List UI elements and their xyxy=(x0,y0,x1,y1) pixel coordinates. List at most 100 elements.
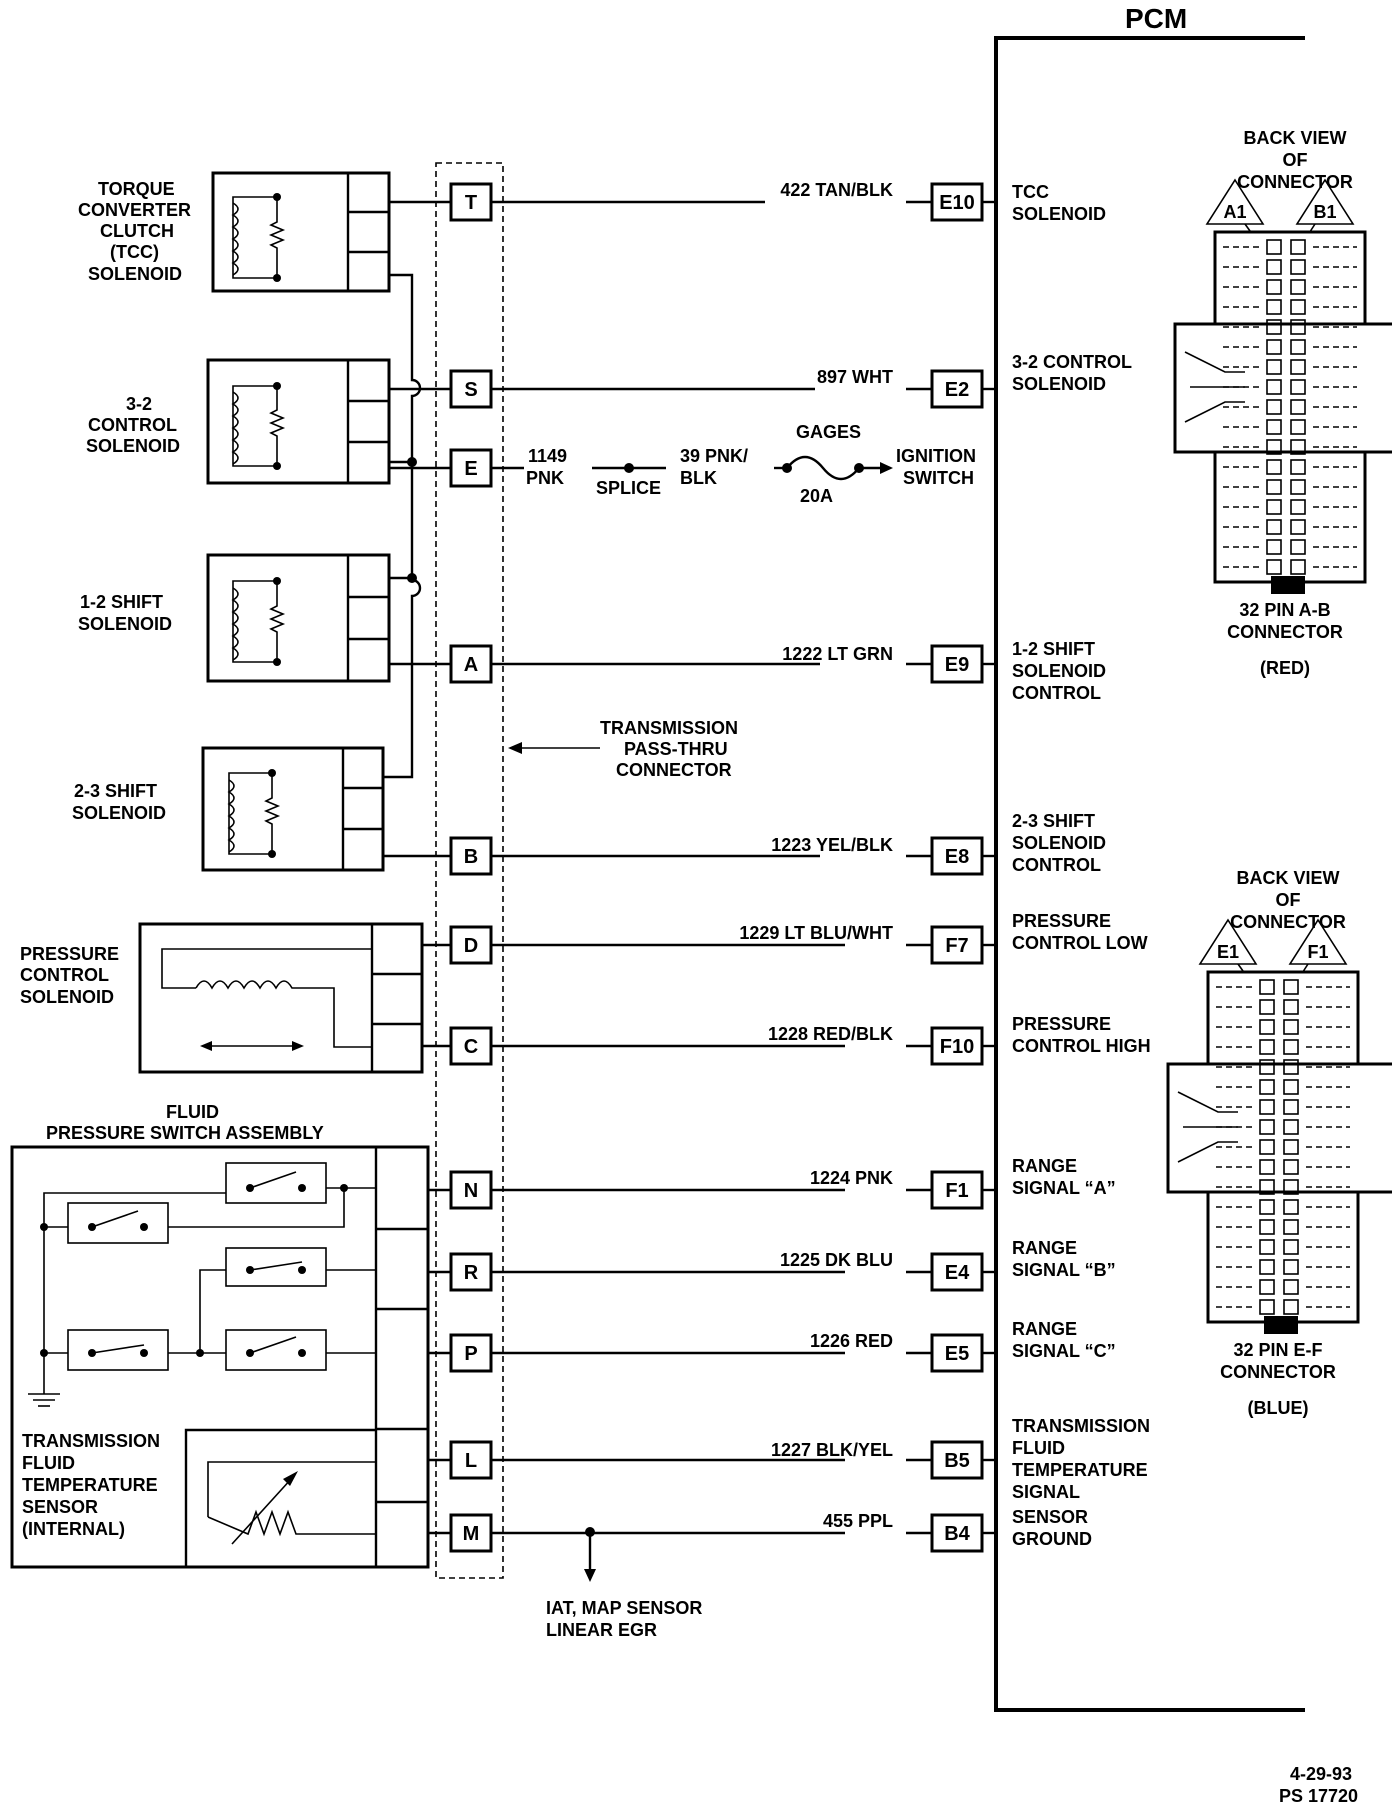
pcm-pin-box-E9 xyxy=(930,644,984,684)
wire-label-S: 897 WHT xyxy=(817,367,893,387)
pcm-label-E10-1: SOLENOID xyxy=(1012,204,1106,224)
fluid-pressure-switch-assembly: FLUID PRESSURE SWITCH ASSEMBLY xyxy=(10,1102,430,1569)
pin-label-L: L xyxy=(465,1450,477,1472)
svg-text:PS 17720: PS 17720 xyxy=(1279,1786,1358,1806)
pcm-pin-box-E10 xyxy=(930,182,984,222)
pcm-pin-box-F1 xyxy=(930,1170,984,1210)
pcm-label-B5-2: TEMPERATURE xyxy=(1012,1460,1148,1480)
pcm-label-E9-2: CONTROL xyxy=(1012,683,1101,703)
svg-text:2-3 SHIFT: 2-3 SHIFT xyxy=(74,781,157,801)
pin-label-B: B xyxy=(464,846,478,868)
pcm-label-E8-0: 2-3 SHIFT xyxy=(1012,811,1095,831)
pcm-pin-B4: B4 xyxy=(944,1523,970,1545)
pcm-label-E4-1: SIGNAL “B” xyxy=(1012,1260,1116,1280)
svg-text:PRESSURE SWITCH ASSEMBLY: PRESSURE SWITCH ASSEMBLY xyxy=(46,1123,324,1143)
pcm-label-F7-0: PRESSURE xyxy=(1012,911,1111,931)
svg-text:PRESSURE: PRESSURE xyxy=(20,944,119,964)
connector_ef-caption-1: CONNECTOR xyxy=(1220,1362,1336,1382)
pcm-label-B4-1: GROUND xyxy=(1012,1529,1092,1549)
shift-solenoid-2-3: 2-3 SHIFT SOLENOID xyxy=(72,746,385,872)
svg-text:TEMPERATURE: TEMPERATURE xyxy=(22,1475,158,1495)
pass-thru-connector xyxy=(435,162,504,1579)
wire-label-N: 1224 PNK xyxy=(810,1168,893,1188)
connector_ef-header-0: BACK VIEW xyxy=(1237,868,1340,888)
pcm-pin-F10: F10 xyxy=(940,1036,974,1058)
pcm-pin-box-E8 xyxy=(930,836,984,876)
svg-text:CONNECTOR: CONNECTOR xyxy=(616,760,732,780)
chassis-ground-icon xyxy=(28,1353,60,1407)
svg-text:LINEAR EGR: LINEAR EGR xyxy=(546,1620,657,1640)
pin-label-C: C xyxy=(464,1036,478,1058)
connector_ef-caption-0: 32 PIN E-F xyxy=(1233,1340,1322,1360)
pin-label-S: S xyxy=(464,379,477,401)
svg-text:1-2 SHIFT: 1-2 SHIFT xyxy=(80,592,163,612)
pcm-pin-F1: F1 xyxy=(945,1180,968,1202)
pcm-label-E8-1: SOLENOID xyxy=(1012,833,1106,853)
pcm-label-B5-0: TRANSMISSION xyxy=(1012,1416,1150,1436)
shift-solenoid-1-2: 1-2 SHIFT SOLENOID xyxy=(78,553,391,683)
pcm-label-E9-1: SOLENOID xyxy=(1012,661,1106,681)
svg-text:39 PNK/: 39 PNK/ xyxy=(680,446,748,466)
svg-text:1149: 1149 xyxy=(528,446,567,466)
pcm-boundary xyxy=(994,36,1305,1712)
svg-text:TRANSMISSION: TRANSMISSION xyxy=(600,718,738,738)
svg-text:(INTERNAL): (INTERNAL) xyxy=(22,1519,125,1539)
pcm-pin-box-B5 xyxy=(930,1440,984,1480)
svg-text:FLUID: FLUID xyxy=(166,1102,219,1122)
ignition-feed: 1149 PNK SPLICE 39 PNK/ BLK GAGES 20A IG… xyxy=(490,422,976,506)
pcm-label-E5-0: RANGE xyxy=(1012,1319,1077,1339)
svg-text:BLK: BLK xyxy=(680,468,717,488)
pcm-label-F10-1: CONTROL HIGH xyxy=(1012,1036,1151,1056)
pcm-pin-box-E2 xyxy=(930,369,984,409)
connector_ef-pin_right-marker xyxy=(1288,918,1348,965)
svg-text:CONTROL: CONTROL xyxy=(20,965,109,985)
connector_ef-header-2: CONNECTOR xyxy=(1230,912,1346,932)
connector_ef-pin_left: E1 xyxy=(1217,942,1239,962)
svg-text:(TCC): (TCC) xyxy=(110,242,159,262)
svg-text:IGNITION: IGNITION xyxy=(896,446,976,466)
connector_ab-pin_left-marker xyxy=(1205,178,1265,225)
control-solenoid-3-2: 3-2 CONTROL SOLENOID xyxy=(86,358,391,485)
tcc-solenoid: TORQUE CONVERTER CLUTCH (TCC) SOLENOID xyxy=(78,171,391,293)
pcm-label-E8-2: CONTROL xyxy=(1012,855,1101,875)
pcm-label-E4-0: RANGE xyxy=(1012,1238,1077,1258)
svg-text:CONVERTER: CONVERTER xyxy=(78,200,191,220)
pcm-label-F1-0: RANGE xyxy=(1012,1156,1077,1176)
pcm-pin-box-F7 xyxy=(930,925,984,965)
svg-text:SOLENOID: SOLENOID xyxy=(88,264,182,284)
pcm-label-E2-0: 3-2 CONTROL xyxy=(1012,352,1132,372)
wire-label-M: 455 PPL xyxy=(823,1511,893,1531)
wire-label-R: 1225 DK BLU xyxy=(780,1250,893,1270)
connector_ab-caption-0: 32 PIN A-B xyxy=(1239,600,1330,620)
connector_ef-pin_left-marker xyxy=(1198,918,1258,965)
svg-text:FLUID: FLUID xyxy=(22,1453,75,1473)
svg-text:IAT, MAP SENSOR: IAT, MAP SENSOR xyxy=(546,1598,702,1618)
svg-text:SOLENOID: SOLENOID xyxy=(86,436,180,456)
connector_ef-pin_right: F1 xyxy=(1307,942,1328,962)
pin-box-D xyxy=(449,925,493,965)
connector_ef-caption-2: (BLUE) xyxy=(1248,1398,1309,1418)
svg-text:GAGES: GAGES xyxy=(796,422,861,442)
sensor-ground-splice: IAT, MAP SENSOR LINEAR EGR xyxy=(546,1527,702,1640)
svg-text:SOLENOID: SOLENOID xyxy=(78,614,172,634)
svg-text:PNK: PNK xyxy=(526,468,564,488)
pcm-pin-E2: E2 xyxy=(945,379,969,401)
svg-text:20A: 20A xyxy=(800,486,833,506)
pin-label-D: D xyxy=(464,935,478,957)
pcm-label-B4-0: SENSOR xyxy=(1012,1507,1088,1527)
pcm-label-B5-3: SIGNAL xyxy=(1012,1482,1080,1502)
pcm-label-E5-1: SIGNAL “C” xyxy=(1012,1341,1116,1361)
svg-text:SENSOR: SENSOR xyxy=(22,1497,98,1517)
pcm-pin-E10: E10 xyxy=(939,192,975,214)
pass-thru-label: TRANSMISSION PASS-THRU CONNECTOR xyxy=(600,718,738,780)
pcm-title: PCM xyxy=(1125,3,1187,34)
connector_ab-pin_right: B1 xyxy=(1313,202,1336,222)
